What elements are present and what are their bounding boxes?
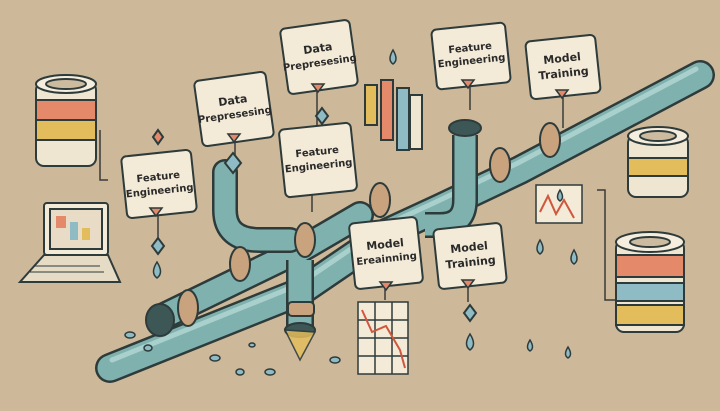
sign-feature-engineering-top-board	[430, 21, 512, 91]
sign-feature-engineering-middle-board	[278, 121, 358, 199]
sign-data-preprocessing-left-board	[193, 70, 275, 148]
sign-feature-engineering-middle-line1: Feature	[295, 145, 340, 161]
barrel-right-top	[627, 126, 689, 198]
laptop-icon	[17, 202, 122, 283]
sign-model-training-lower-left-line1: Model	[366, 236, 405, 253]
barrel-left	[35, 74, 97, 167]
sign-data-preprocessing-left-line1: Data	[217, 92, 248, 109]
sign-model-training-top-line2: Training	[538, 64, 589, 82]
sign-model-training-lower-right-line1: Model	[450, 239, 489, 256]
arrow-markers	[148, 79, 570, 292]
grid-chart-icon	[357, 301, 409, 375]
sign-model-training-top-board	[524, 33, 602, 101]
sign-data-preprocessing-top-board	[279, 19, 359, 95]
pipe-rings	[177, 122, 561, 327]
sign-feature-engineering-left-board	[120, 149, 198, 219]
sign-feature-engineering-top-line1: Feature	[448, 41, 493, 57]
water-droplets	[124, 48, 578, 376]
diamond-markers	[150, 106, 478, 323]
sign-model-training-lower-right-line2: Training	[445, 253, 496, 271]
sign-data-preprocessing-top-line1: Data	[302, 40, 333, 57]
sign-model-training-top-line1: Model	[543, 50, 582, 67]
sign-boards	[120, 19, 602, 290]
bar-chart-icon	[364, 79, 423, 151]
sign-labels: Data Prepresesing Feature Engineering Mo…	[125, 40, 589, 271]
barrel-right-bottom	[615, 231, 685, 333]
vertical-pipe-right	[425, 119, 482, 238]
sign-model-training-lower-right-board	[432, 222, 508, 290]
spill-pipe	[284, 260, 316, 338]
sign-feature-engineering-left-line1: Feature	[136, 170, 181, 186]
bent-pipe-left	[212, 159, 303, 253]
sign-posts	[99, 85, 616, 302]
